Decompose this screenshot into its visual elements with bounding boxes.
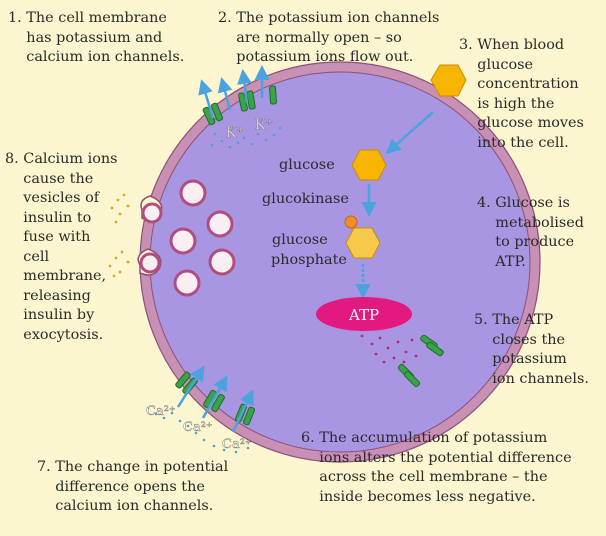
vesicle bbox=[179, 179, 207, 207]
glucose-phosphate-label-line1: glucose bbox=[272, 232, 328, 248]
glucose-entry-arrow bbox=[385, 111, 434, 154]
atp-molecule bbox=[316, 297, 412, 331]
vesicle bbox=[173, 269, 201, 297]
caption-7: 7. The change in potential difference op… bbox=[37, 459, 229, 514]
potassium-channels bbox=[202, 85, 277, 126]
caption-4: 4. Glucose is metabolised to produce ATP… bbox=[477, 195, 585, 270]
phosphate-group bbox=[344, 215, 358, 229]
closed-potassium-channels bbox=[397, 334, 444, 388]
glucose-phosphate-label-line2: phosphate bbox=[271, 252, 347, 268]
k-label-2: K⁺ bbox=[255, 117, 273, 133]
insulin-vesicles bbox=[139, 179, 236, 297]
vesicle bbox=[206, 210, 234, 238]
caption-6: 6. The accumulation of potassium ions al… bbox=[301, 430, 572, 505]
potassium-ions bbox=[210, 126, 282, 149]
caption-8: 8. Calcium ions cause the vesicles of in… bbox=[5, 151, 118, 343]
glucose-molecule-outside bbox=[430, 64, 467, 97]
glucokinase-label: glucokinase bbox=[262, 191, 349, 207]
caption-1: 1. The cell membrane has potassium and c… bbox=[8, 10, 185, 65]
caption-5: 5. The ATP closes the potassium ion chan… bbox=[474, 312, 589, 387]
glucose-phosphate-molecule bbox=[345, 227, 381, 259]
vesicle bbox=[208, 248, 236, 276]
ca-label-3: Ca²⁺ bbox=[222, 437, 252, 452]
glucose-label: glucose bbox=[279, 157, 335, 173]
insulin-released bbox=[108, 193, 130, 278]
ca-label-2: Ca²⁺ bbox=[183, 420, 213, 435]
cell bbox=[137, 61, 541, 463]
calcium-ions bbox=[146, 406, 250, 454]
glucose-molecule-inside bbox=[351, 149, 387, 181]
vesicle bbox=[141, 202, 163, 224]
vesicle bbox=[139, 252, 161, 274]
caption-2: 2. The potassium ion channels are normal… bbox=[218, 10, 440, 65]
atp-label: ATP bbox=[348, 306, 379, 324]
ca-label-1: Ca²⁺ bbox=[146, 404, 176, 419]
caption-3: 3. When blood glucose concentration is h… bbox=[459, 37, 584, 151]
atp-dots bbox=[360, 334, 418, 364]
k-label-1: K⁺ bbox=[226, 125, 244, 141]
potassium-outflow-arrows bbox=[198, 65, 270, 119]
vesicle bbox=[169, 227, 197, 255]
calcium-inflow-arrows bbox=[176, 365, 254, 433]
